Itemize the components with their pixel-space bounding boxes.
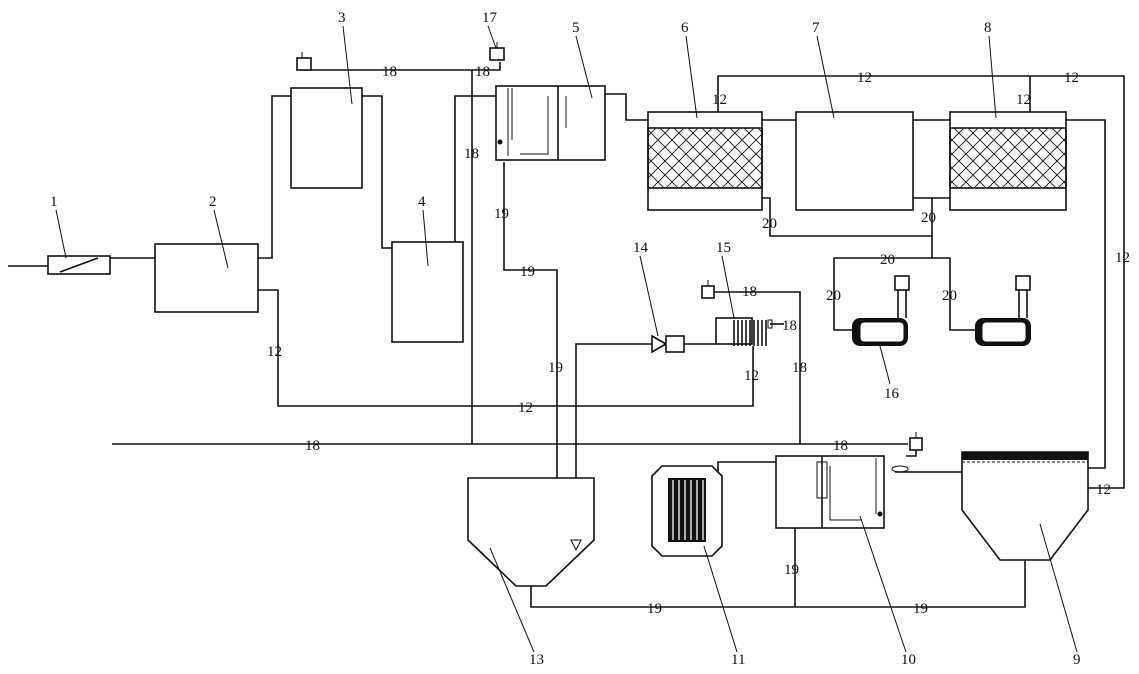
pipe-label-12-i: 12 <box>744 368 759 384</box>
pipe-label-12-d: 12 <box>1064 70 1079 86</box>
label-8: 8 <box>984 20 992 36</box>
label-7: 7 <box>812 20 820 36</box>
pipe-10-11 <box>717 461 776 486</box>
pipe-12-bottom <box>258 289 754 407</box>
label-6: 6 <box>681 20 689 36</box>
pipe-18-15 <box>708 291 801 444</box>
label-2: 2 <box>209 194 217 210</box>
label-5: 5 <box>572 20 580 36</box>
pipe-label-12-h: 12 <box>518 400 533 416</box>
pipe-labels: 18 18 18 18 18 18 18 18 12 12 12 12 12 1… <box>267 64 1130 617</box>
pipe-13-14 <box>575 343 652 540</box>
filter-press-11 <box>651 465 723 557</box>
pipe-label-20-c: 20 <box>880 252 895 268</box>
blower-16a <box>852 275 910 346</box>
pipe-label-18-f: 18 <box>782 318 797 334</box>
pipe-label-12-f: 12 <box>1096 482 1111 498</box>
tank-2 <box>154 243 259 313</box>
pipe-18-17 <box>472 62 501 71</box>
valve-17 <box>489 42 505 61</box>
pipe-label-19-d: 19 <box>647 601 662 617</box>
label-9: 9 <box>1073 652 1081 668</box>
pipe-20-pump-a <box>833 236 933 331</box>
pipe-label-12-a: 12 <box>712 92 727 108</box>
settler-9 <box>961 451 1089 561</box>
pump-14 <box>651 334 685 354</box>
pipe-label-18-h: 18 <box>833 438 848 454</box>
reactor-6 <box>647 111 763 211</box>
blower-16b <box>975 275 1031 346</box>
mixer-1 <box>47 255 111 275</box>
label-3: 3 <box>338 10 346 26</box>
pipe-label-12-g: 12 <box>267 344 282 360</box>
pipe-2-3 <box>258 95 291 259</box>
pipe-label-12-c: 12 <box>1016 92 1031 108</box>
leader-lines <box>55 25 1078 653</box>
pipe-3-4 <box>362 95 392 249</box>
thickener-13 <box>467 477 595 587</box>
pipe-8-9 <box>1066 119 1106 469</box>
tank-3 <box>290 87 363 189</box>
equipment-labels: 1 2 3 4 5 6 7 8 9 10 11 13 14 15 16 17 <box>50 10 1081 668</box>
pipe-label-18-a: 18 <box>382 64 397 80</box>
pipe-12-top <box>717 75 1125 489</box>
pipe-label-19-c: 19 <box>548 360 563 376</box>
pipe-label-19-e: 19 <box>784 562 799 578</box>
valve-15 <box>701 280 715 299</box>
pipe-label-20-b: 20 <box>921 210 936 226</box>
pipe-label-20-d: 20 <box>826 288 841 304</box>
label-10: 10 <box>901 652 916 668</box>
pipe-label-19-a: 19 <box>494 206 509 222</box>
label-17: 17 <box>482 10 498 26</box>
pipe-19-5-13 <box>503 162 558 492</box>
tank-7 <box>795 111 914 211</box>
pipe-label-19-f: 19 <box>913 601 928 617</box>
pipe-5-6 <box>605 93 648 121</box>
pipe-label-18-g: 18 <box>792 360 807 376</box>
reactor-8 <box>949 111 1067 211</box>
pipe-label-12-e: 12 <box>1115 250 1130 266</box>
valve-3 <box>296 52 312 71</box>
valve-10 <box>891 432 923 473</box>
label-13: 13 <box>529 652 544 668</box>
pipe-label-19-b: 19 <box>520 264 535 280</box>
label-14: 14 <box>633 240 649 256</box>
label-15: 15 <box>716 240 731 256</box>
pipe-4-5 <box>454 95 496 248</box>
unit-15 <box>684 317 773 346</box>
label-11: 11 <box>731 652 745 668</box>
tank-5 <box>495 85 606 161</box>
label-16: 16 <box>884 386 900 402</box>
pipe-label-18-e: 18 <box>742 284 757 300</box>
pipe-label-20-a: 20 <box>762 216 777 232</box>
pipe-20-main <box>762 197 950 237</box>
pipe-label-12-b: 12 <box>857 70 872 86</box>
pipe-19-bottom <box>530 560 1026 608</box>
label-4: 4 <box>418 194 426 210</box>
label-1: 1 <box>50 194 58 210</box>
pipe-label-20-e: 20 <box>942 288 957 304</box>
tank-10 <box>775 455 885 529</box>
pipe-label-18-d: 18 <box>305 438 320 454</box>
pipe-label-18-c: 18 <box>464 146 479 162</box>
pipe-label-18-b: 18 <box>475 64 490 80</box>
pipe-20-pump-b <box>932 257 975 331</box>
